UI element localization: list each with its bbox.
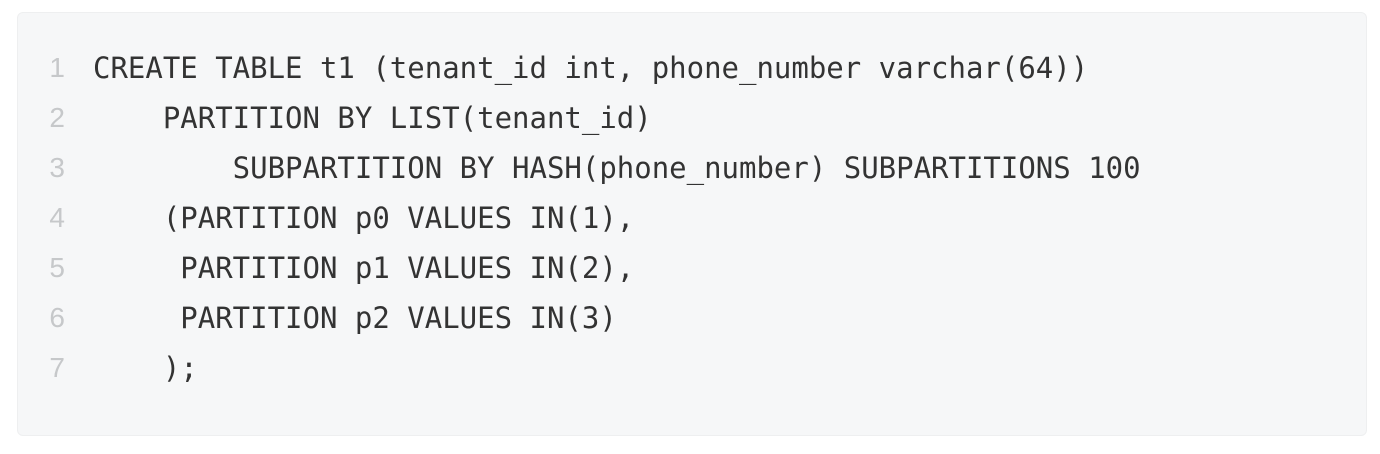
code-line-text: CREATE TABLE t1 (tenant_id int, phone_nu… — [93, 51, 1089, 85]
code-line-text: (PARTITION p0 VALUES IN(1), — [93, 201, 635, 235]
line-number: 1 — [49, 52, 65, 83]
code-line-text: PARTITION BY LIST(tenant_id) — [93, 101, 652, 135]
code-line: 4 (PARTITION p0 VALUES IN(1), — [18, 193, 1366, 243]
code-line: 1 CREATE TABLE t1 (tenant_id int, phone_… — [18, 43, 1366, 93]
line-number: 4 — [49, 202, 65, 233]
code-line-text: PARTITION p2 VALUES IN(3) — [93, 301, 617, 335]
code-line-text: SUBPARTITION BY HASH(phone_number) SUBPA… — [93, 151, 1141, 185]
code-line: 2 PARTITION BY LIST(tenant_id) — [18, 93, 1366, 143]
line-number: 6 — [49, 302, 65, 333]
line-number: 3 — [49, 152, 65, 183]
code-line: 6 PARTITION p2 VALUES IN(3) — [18, 293, 1366, 343]
code-line: 5 PARTITION p1 VALUES IN(2), — [18, 243, 1366, 293]
line-number: 5 — [49, 252, 65, 283]
code-line: 7 ); — [18, 343, 1366, 393]
line-number: 2 — [49, 102, 65, 133]
code-line-text: ); — [93, 351, 198, 385]
code-line-text: PARTITION p1 VALUES IN(2), — [93, 251, 635, 285]
line-number: 7 — [49, 352, 65, 383]
sql-code-block: 1 CREATE TABLE t1 (tenant_id int, phone_… — [17, 12, 1367, 436]
code-line: 3 SUBPARTITION BY HASH(phone_number) SUB… — [18, 143, 1366, 193]
